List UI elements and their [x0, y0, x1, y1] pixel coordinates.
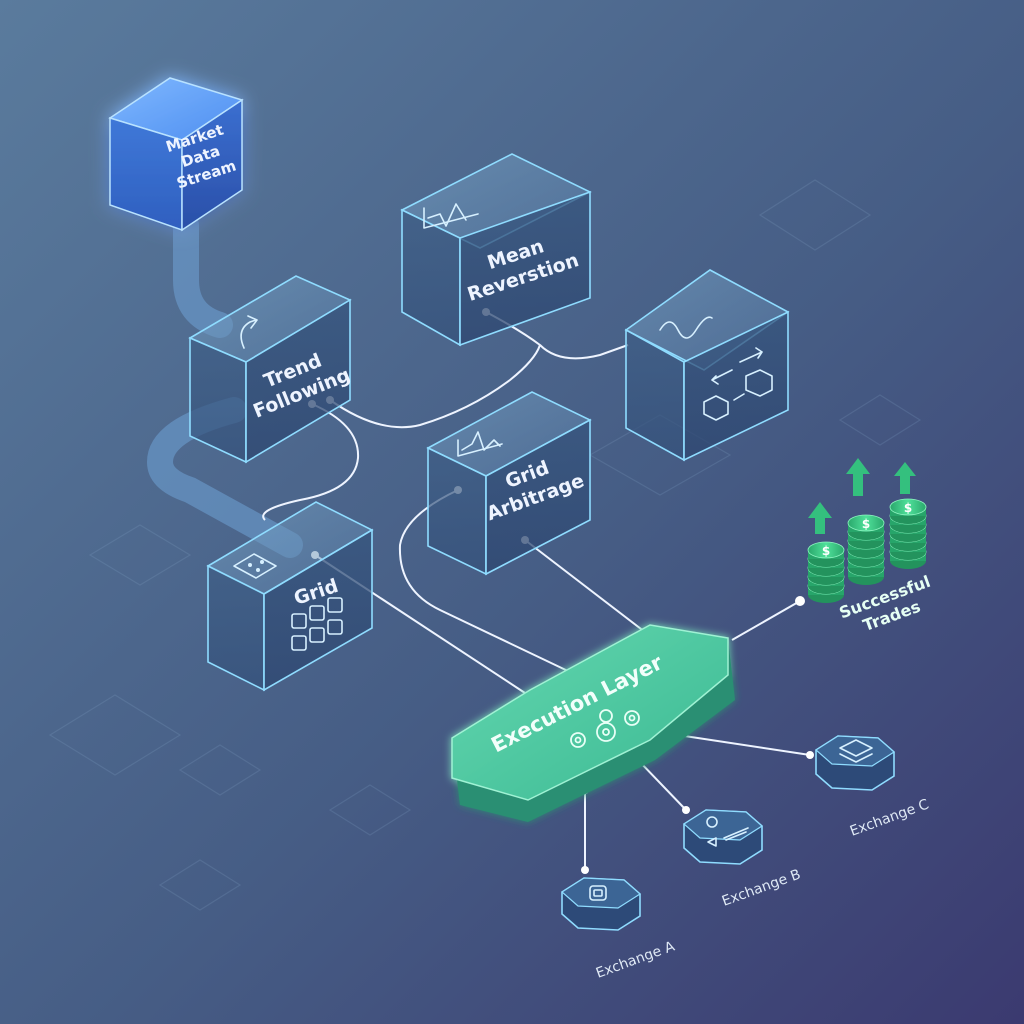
waveform-chart-icon: [457, 431, 503, 457]
link-exec-to-trades: [731, 600, 801, 641]
exchange-c-node[interactable]: [815, 735, 895, 791]
coin-face: [847, 514, 885, 532]
grid-squares-icon: [291, 597, 343, 651]
coin-stacks-icon: $ $ $: [807, 498, 927, 603]
exchange-a-node[interactable]: [561, 877, 641, 931]
link-exec-to-c: [677, 734, 811, 756]
arbitrage-cube[interactable]: [624, 269, 790, 462]
sine-wave-chart-icon: [423, 203, 479, 229]
link-trend-to-mean: [329, 344, 541, 429]
mean-reversion-cube[interactable]: [400, 153, 592, 347]
market-data-stream-cube[interactable]: [108, 77, 244, 232]
trend-following-cube[interactable]: [188, 275, 352, 464]
exchange-a-icon: [589, 885, 607, 901]
exchange-b-icon: [706, 816, 749, 847]
gears-icon: [570, 709, 640, 748]
grid-dots-icon: [233, 553, 277, 579]
execution-layer[interactable]: [451, 624, 735, 822]
link-trend-to-exec: [262, 403, 360, 521]
coin-face: [807, 541, 845, 559]
exchange-c-icon: [839, 739, 873, 763]
grid-arbitrage-cube[interactable]: [426, 391, 592, 576]
coin-face: [889, 498, 927, 516]
curved-arrow-icon: [240, 315, 258, 349]
link-exec-to-b: [637, 759, 687, 811]
link-gridarb2-to-exec: [524, 539, 646, 633]
coin-dollar-icon: $: [822, 544, 830, 558]
exchange-b-node[interactable]: [683, 809, 763, 865]
exchange-arrows-cubes-icon: [703, 347, 773, 421]
coin-dollar-icon: $: [862, 517, 870, 531]
grid-cube[interactable]: [206, 501, 374, 692]
sine-wave-icon: [659, 316, 713, 339]
up-arrows-icon: [808, 458, 916, 534]
coin-dollar-icon: $: [904, 501, 912, 515]
